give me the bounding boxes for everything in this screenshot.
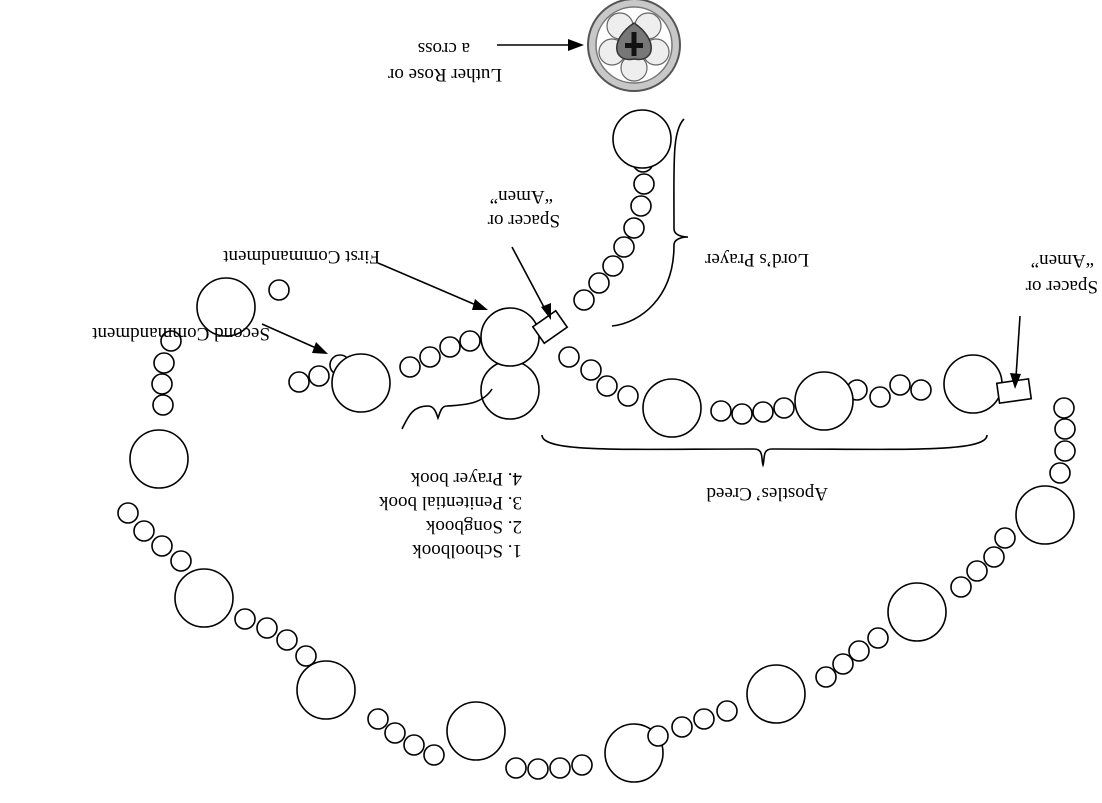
bead [633,173,655,195]
bead-large [196,277,256,337]
spacer-top-label-2: “Amen” [490,186,553,207]
bead [580,359,602,381]
arrow-icon [261,39,1021,389]
bead [170,550,192,572]
books-list: 1. Schoolbook 2. Songbook 3. Penitential… [378,468,522,561]
bead [268,279,290,301]
bead [647,725,669,747]
bead [527,758,549,780]
bead [439,336,461,358]
spacer-right-label-2: “Amen” [1031,250,1094,271]
bead [716,700,738,722]
bead [596,375,618,397]
bead [133,520,155,542]
apostles-creed-label: Apostles’ Creed [706,483,828,504]
second-commandment-label: Second Commandment [91,323,270,344]
bead [966,560,988,582]
bead-large [887,582,947,642]
bead [613,236,635,258]
bead [367,708,389,730]
bead [910,379,932,401]
bead [617,385,639,407]
spacer-top [531,309,569,345]
books-item-4: 4. Prayer book [410,468,522,489]
books-item-3: 3. Penitential book [378,492,522,513]
bead-large [296,660,356,720]
bead [752,401,774,423]
bead [832,653,854,675]
luther-rose-label-1: Luther Rose or [387,64,502,85]
bead-large [612,109,672,169]
bead [308,365,330,387]
lords-prayer-label: Lord’s Prayer [704,249,809,270]
bead [160,330,182,352]
bead [710,400,732,422]
bead-large [943,354,1003,414]
bead [983,546,1005,568]
bead-large [331,353,391,413]
bead [994,527,1016,549]
bead [423,744,445,766]
bead [1054,418,1076,440]
bead [867,627,889,649]
bead [869,386,891,408]
bead [588,272,610,294]
bead [693,708,715,730]
bead [505,757,527,779]
bead [549,757,571,779]
bead-large [794,371,854,431]
bead [773,397,795,419]
spacer-top-label-1: Spacer or [487,210,560,231]
bead [671,716,693,738]
bead [384,722,406,744]
bead [571,754,593,776]
bead-large [480,360,540,420]
rosary-loop [117,109,1076,783]
bead [1049,462,1071,484]
bead [117,502,139,524]
brace-icon [401,118,988,468]
luther-rose-icon [587,0,681,92]
bead [731,403,753,425]
bead-large [480,307,540,367]
spacer-right-label-1: Spacer or [1025,276,1098,297]
books-item-2: 2. Songbook [425,516,522,537]
bead [152,394,174,416]
bead [256,617,278,639]
bead [234,608,256,630]
bead [889,374,911,396]
bead [558,346,580,368]
bead [288,371,310,393]
bead [459,330,481,352]
bead-large [129,429,189,489]
bead [399,356,421,378]
bead [1054,440,1076,462]
bead [276,629,298,651]
bead [630,195,652,217]
books-item-1: 1. Schoolbook [412,540,522,561]
bead-large [1015,485,1075,545]
bead [573,289,595,311]
first-commandment-label: First Commandment [223,246,380,267]
bead-large [446,701,506,761]
bead [295,645,317,667]
bead [151,535,173,557]
bead-large [174,568,234,628]
bead-large [642,378,702,438]
bead [153,352,175,374]
bead [602,255,624,277]
bead [950,576,972,598]
bead [1053,397,1075,419]
bead [403,734,425,756]
bead [419,346,441,368]
bead [848,640,870,662]
bead-large [746,664,806,724]
bead [623,217,645,239]
bead [151,373,173,395]
bead [815,666,837,688]
luther-rose-label-2: a cross [418,38,470,59]
